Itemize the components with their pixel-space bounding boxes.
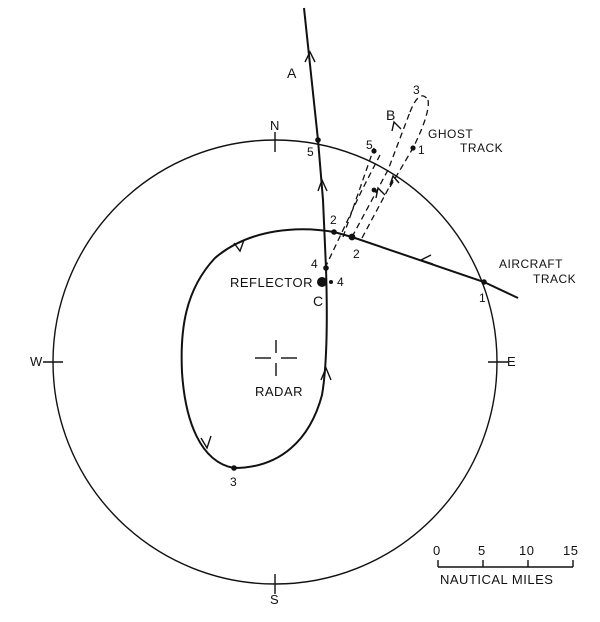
ghost-track-inner-2 (324, 154, 381, 269)
aircraft-point-3-label: 3 (230, 475, 237, 489)
reflector-c-label: C (313, 293, 324, 309)
ghost-track-inner-1 (342, 147, 375, 238)
scale-unit-label: NAUTICAL MILES (440, 572, 553, 587)
ghost-arrow-3 (389, 174, 400, 186)
aircraft-point-3 (231, 465, 237, 471)
reflector-label: REFLECTOR (230, 275, 313, 290)
range-circle (52, 139, 498, 585)
reflector-point-label: 4 (337, 275, 344, 289)
south-label: S (270, 592, 279, 607)
aircraft-loop (180, 7, 335, 470)
aircraft-point-2 (331, 229, 337, 235)
ghost-track-inner-3 (361, 179, 394, 239)
ghost-track-label-1: GHOST (428, 127, 473, 141)
ghost-point-4 (371, 187, 377, 193)
ghost-arrow-1 (375, 186, 386, 199)
ghost-point-5-label: 5 (366, 138, 373, 152)
reflector-point-4 (329, 280, 333, 284)
ghost-track-loop (409, 95, 429, 113)
ghost-point-1-label: 1 (418, 143, 425, 157)
aircraft-point-5-label: 5 (307, 145, 314, 159)
ghost-point-1 (410, 145, 416, 151)
track-arrow-north (317, 178, 328, 192)
scale-tick-10: 10 (519, 543, 534, 558)
radar-label: RADAR (255, 384, 303, 399)
ghost-b-label: B (386, 107, 396, 123)
aircraft-point-4-label: 4 (311, 257, 318, 271)
scale-tick-15: 15 (563, 543, 578, 558)
aircraft-point-1-label: 1 (479, 291, 486, 305)
west-label: W (30, 354, 43, 369)
track-a-label: A (287, 65, 297, 81)
ghost-point-3-label: 3 (413, 83, 420, 97)
aircraft-track-label-1: AIRCRAFT (499, 257, 563, 271)
scale-bar (437, 560, 574, 568)
ghost-arrow-2 (391, 120, 402, 132)
loop-arrow-west (233, 239, 245, 253)
ghost-point-5 (371, 148, 377, 154)
scale-tick-5: 5 (478, 543, 486, 558)
north-label: N (270, 118, 280, 133)
ghost-track-label-2: TRACK (460, 141, 503, 155)
radar-symbol (255, 340, 297, 376)
aircraft-point-5 (315, 137, 321, 143)
aircraft-track-label-2: TRACK (533, 272, 576, 286)
ghost-track-out (351, 111, 411, 238)
track-arrow-a (304, 50, 316, 63)
reflector-marker (317, 277, 327, 287)
loop-arrow-up (320, 366, 332, 381)
east-label: E (507, 354, 516, 369)
aircraft-point-2-label: 2 (330, 213, 337, 227)
loop-arrow-southwest (200, 435, 212, 450)
aircraft-point-1 (481, 279, 487, 285)
ghost-point-2-label: 2 (353, 247, 360, 261)
inbound-arrow (419, 254, 434, 265)
aircraft-track-inbound (333, 231, 519, 299)
scale-tick-0: 0 (433, 543, 441, 558)
aircraft-point-4 (323, 265, 329, 271)
ghost-point-2 (348, 233, 356, 241)
